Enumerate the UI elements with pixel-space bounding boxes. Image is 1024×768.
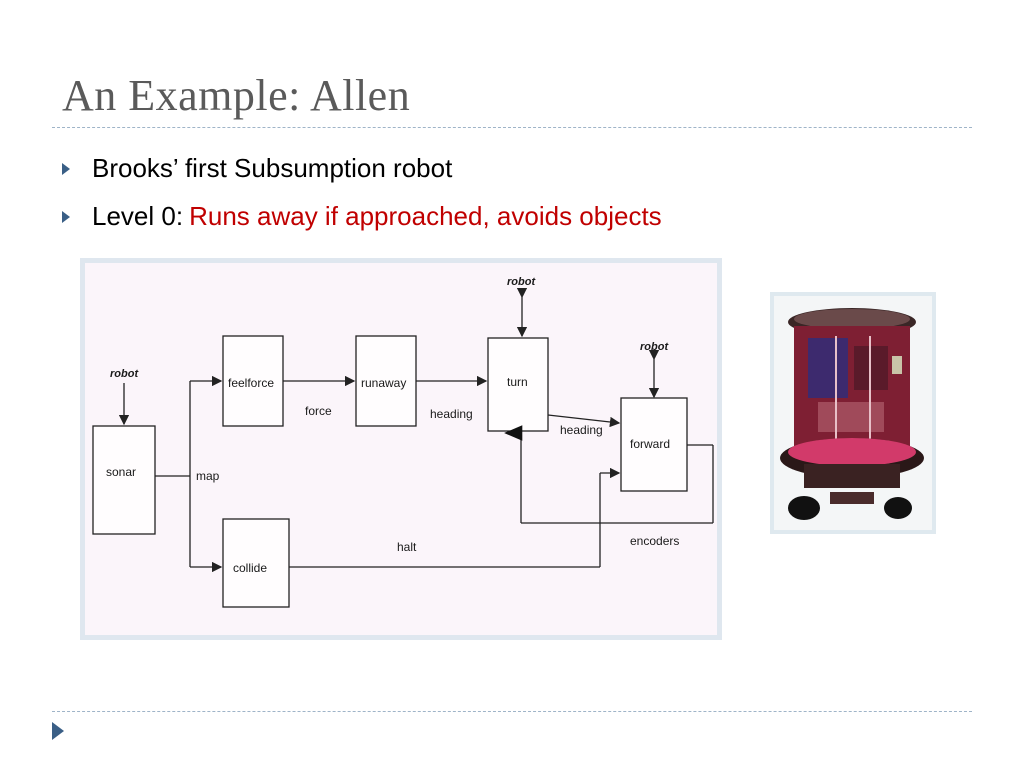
collide-module <box>222 518 290 608</box>
turn-module <box>487 337 549 432</box>
subsumption-diagram: sonar feelforce runaway turn forward col… <box>80 258 722 640</box>
footer-divider <box>52 711 972 712</box>
title-divider <box>52 127 972 128</box>
allen-robot-illustration <box>780 308 924 520</box>
bullet-accent-text: Runs away if approached, avoids objects <box>189 200 662 231</box>
diagram-canvas: sonar feelforce runaway turn forward col… <box>92 276 714 608</box>
module-label-turn: turn <box>507 375 528 389</box>
slide-title: An Example: Allen <box>62 71 411 120</box>
bullet-arrow-icon <box>62 163 70 175</box>
signal-label-heading: heading <box>560 423 603 437</box>
signal-label-encoders: encoders <box>630 534 679 548</box>
robot-input-label: robot <box>507 276 536 288</box>
signal-label-heading: heading <box>430 407 473 421</box>
bullet-item: Level 0: Runs away if approached, avoids… <box>62 192 662 240</box>
runaway-module <box>355 335 417 427</box>
feelforce-module <box>222 335 284 427</box>
bullet-text: Level 0: <box>92 200 184 231</box>
bullet-item: Brooks’ first Subsumption robot <box>62 144 662 192</box>
module-label-forward: forward <box>630 437 670 451</box>
nav-arrow-icon[interactable] <box>52 722 64 740</box>
module-label-sonar: sonar <box>106 465 136 479</box>
signal-label-map: map <box>196 469 220 483</box>
signal-label-force: force <box>305 404 332 418</box>
module-label-collide: collide <box>233 561 267 575</box>
signal-label-halt: halt <box>397 540 417 554</box>
bullet-arrow-icon <box>62 211 70 223</box>
module-label-runaway: runaway <box>361 376 406 390</box>
robot-input-label: robot <box>110 368 139 380</box>
bullet-text: Brooks’ first Subsumption robot <box>92 152 453 183</box>
sonar-module <box>92 425 156 535</box>
module-label-feelforce: feelforce <box>228 376 274 390</box>
bullet-list: Brooks’ first Subsumption robot Level 0:… <box>62 144 662 240</box>
robot-photo <box>770 292 936 534</box>
robot-input-label: robot <box>640 341 669 353</box>
